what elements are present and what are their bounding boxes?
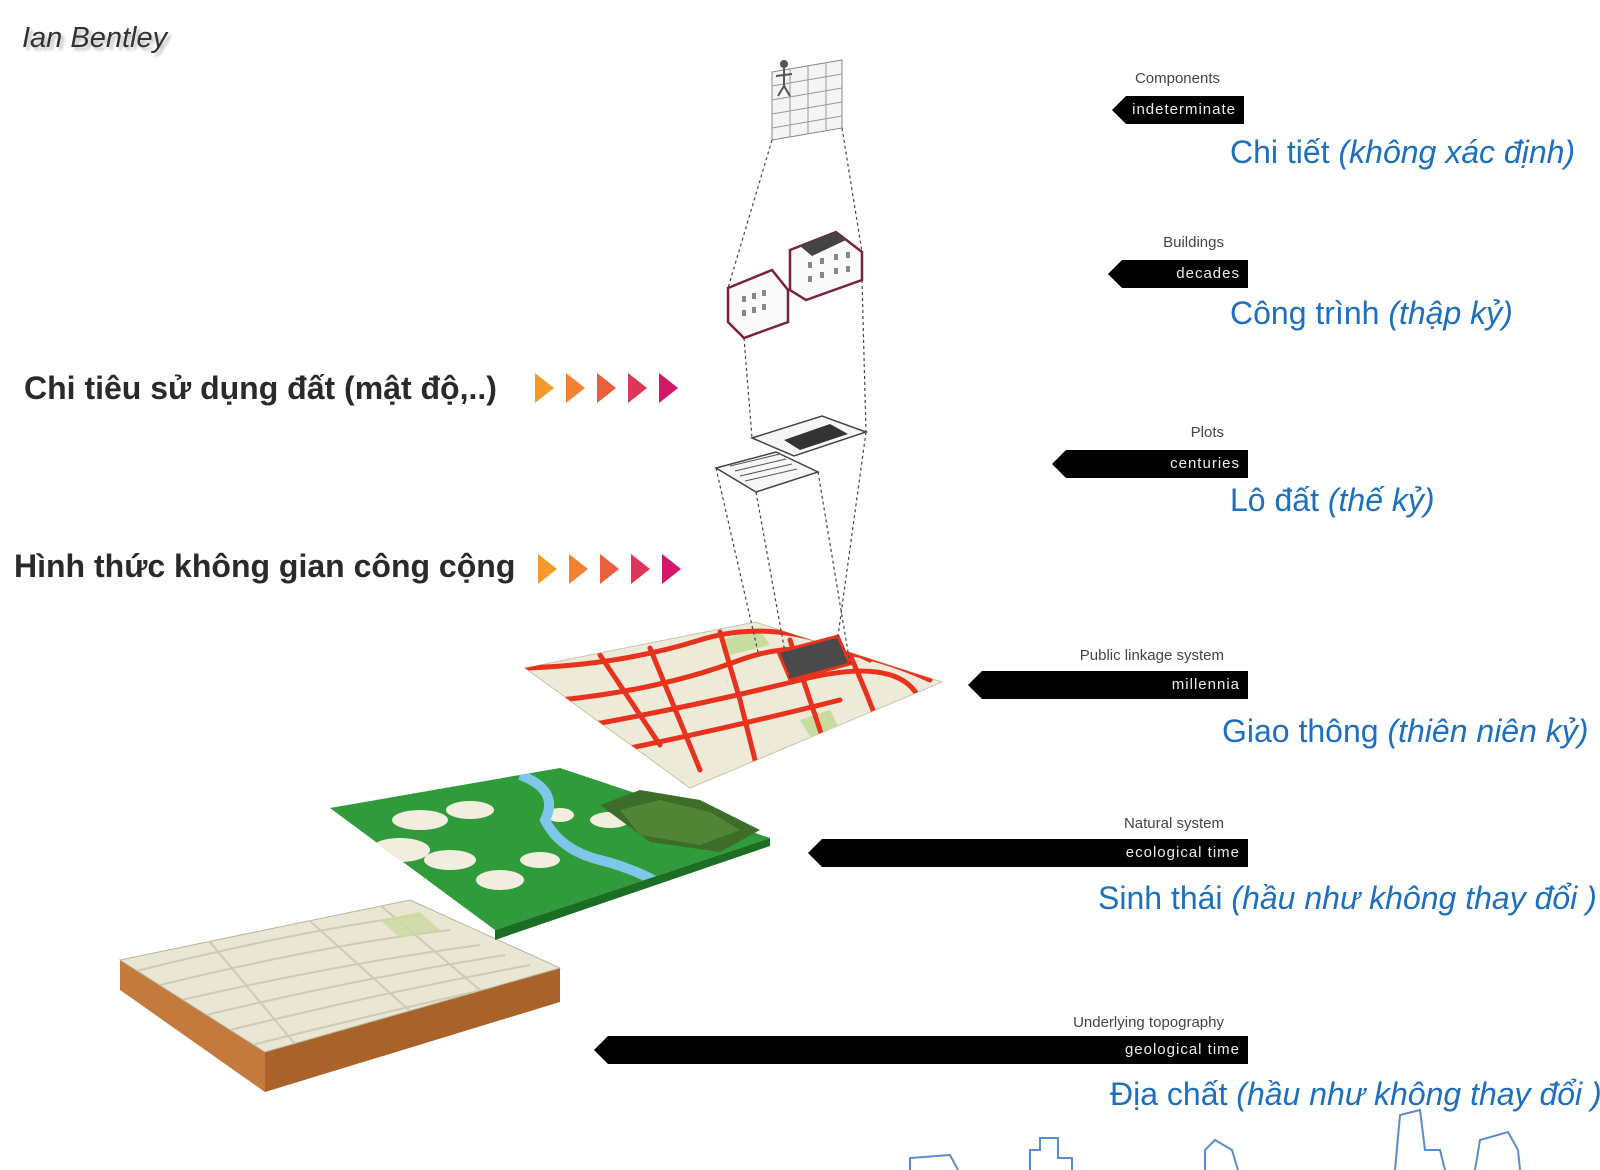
layer-natural-vi-title: Sinh thái xyxy=(1098,880,1223,916)
skyline-decoration xyxy=(909,1108,1521,1170)
layer-linkage-time: millennia xyxy=(1171,676,1240,693)
layer-components-bar: indeterminate xyxy=(1112,96,1244,124)
layer-topography-vi-title: Địa chất xyxy=(1110,1076,1228,1112)
layer-plots-bar: centuries xyxy=(1052,450,1248,478)
layer-natural-vi-note: (hầu như không thay đổi ) xyxy=(1231,880,1597,916)
layer-topography-time: geological time xyxy=(1124,1041,1240,1058)
layer-linkage-vi-note: (thiên niên kỷ) xyxy=(1387,713,1589,749)
layer-topography-vi-note: (hầu như không thay đổi ) xyxy=(1236,1076,1600,1112)
arrow-icon xyxy=(597,373,616,403)
layer-buildings-vi-title: Công trình xyxy=(1230,295,1380,331)
arrow-icon xyxy=(569,554,588,584)
layer-natural-vi: Sinh thái (hầu như không thay đổi ) xyxy=(1098,880,1597,917)
layer-components-time: indeterminate xyxy=(1132,101,1236,118)
author-name: Ian Bentley xyxy=(22,22,168,54)
left-label-public-space: Hình thức không gian công cộng xyxy=(14,548,516,584)
arrow-group-land-use xyxy=(535,373,678,403)
arrow-icon xyxy=(628,373,647,403)
layer-components-vi-title: Chi tiết xyxy=(1230,134,1330,170)
layer-natural-en: Natural system xyxy=(1123,815,1224,832)
layer-linkage-bar: millennia xyxy=(968,671,1248,699)
buildings-layer xyxy=(726,230,864,340)
arrow-icon xyxy=(566,373,585,403)
natural-system-layer xyxy=(330,768,770,940)
arrow-icon xyxy=(631,554,650,584)
arrow-icon xyxy=(535,373,554,403)
public-linkage-layer xyxy=(523,621,944,789)
layer-plots-time: centuries xyxy=(1170,455,1240,472)
layer-linkage-vi-title: Giao thông xyxy=(1222,713,1379,749)
plots-layer xyxy=(714,415,869,493)
layer-buildings-en: Buildings xyxy=(1163,234,1224,251)
arrow-icon xyxy=(662,554,681,584)
layer-plots-vi: Lô đất (thế kỷ) xyxy=(1230,482,1435,519)
layer-topography-vi: Địa chất (hầu như không thay đổi ) xyxy=(1110,1076,1600,1113)
layer-linkage-en: Public linkage system xyxy=(1079,647,1224,664)
layer-buildings-time: decades xyxy=(1176,265,1240,282)
layer-buildings-vi: Công trình (thập kỷ) xyxy=(1230,295,1513,332)
left-label-land-use: Chi tiêu sử dụng đất (mật độ,..) xyxy=(24,370,497,406)
arrow-icon xyxy=(659,373,678,403)
topography-layer xyxy=(118,899,562,1092)
layer-components-vi-note: (không xác định) xyxy=(1338,134,1576,170)
layer-plots-vi-note: (thế kỷ) xyxy=(1327,482,1435,518)
arrow-icon xyxy=(538,554,557,584)
components-layer xyxy=(771,59,843,141)
arrow-group-public-space xyxy=(538,554,681,584)
layer-natural-bar: ecological time xyxy=(808,839,1248,867)
layer-buildings-bar: decades xyxy=(1108,260,1248,288)
layer-topography-en: Underlying topography xyxy=(1073,1014,1224,1031)
arrow-icon xyxy=(600,554,619,584)
layer-buildings-vi-note: (thập kỷ) xyxy=(1388,295,1513,331)
layer-linkage-vi: Giao thông (thiên niên kỷ) xyxy=(1222,713,1588,750)
layer-components-en: Components xyxy=(1134,70,1220,87)
layer-plots-vi-title: Lô đất xyxy=(1230,482,1319,518)
projection-lines xyxy=(715,127,867,681)
layer-natural-time: ecological time xyxy=(1125,844,1240,861)
layer-topography-bar: geological time xyxy=(594,1036,1248,1064)
layer-plots-en: Plots xyxy=(1190,424,1224,441)
layer-components-vi: Chi tiết (không xác định) xyxy=(1230,134,1575,171)
